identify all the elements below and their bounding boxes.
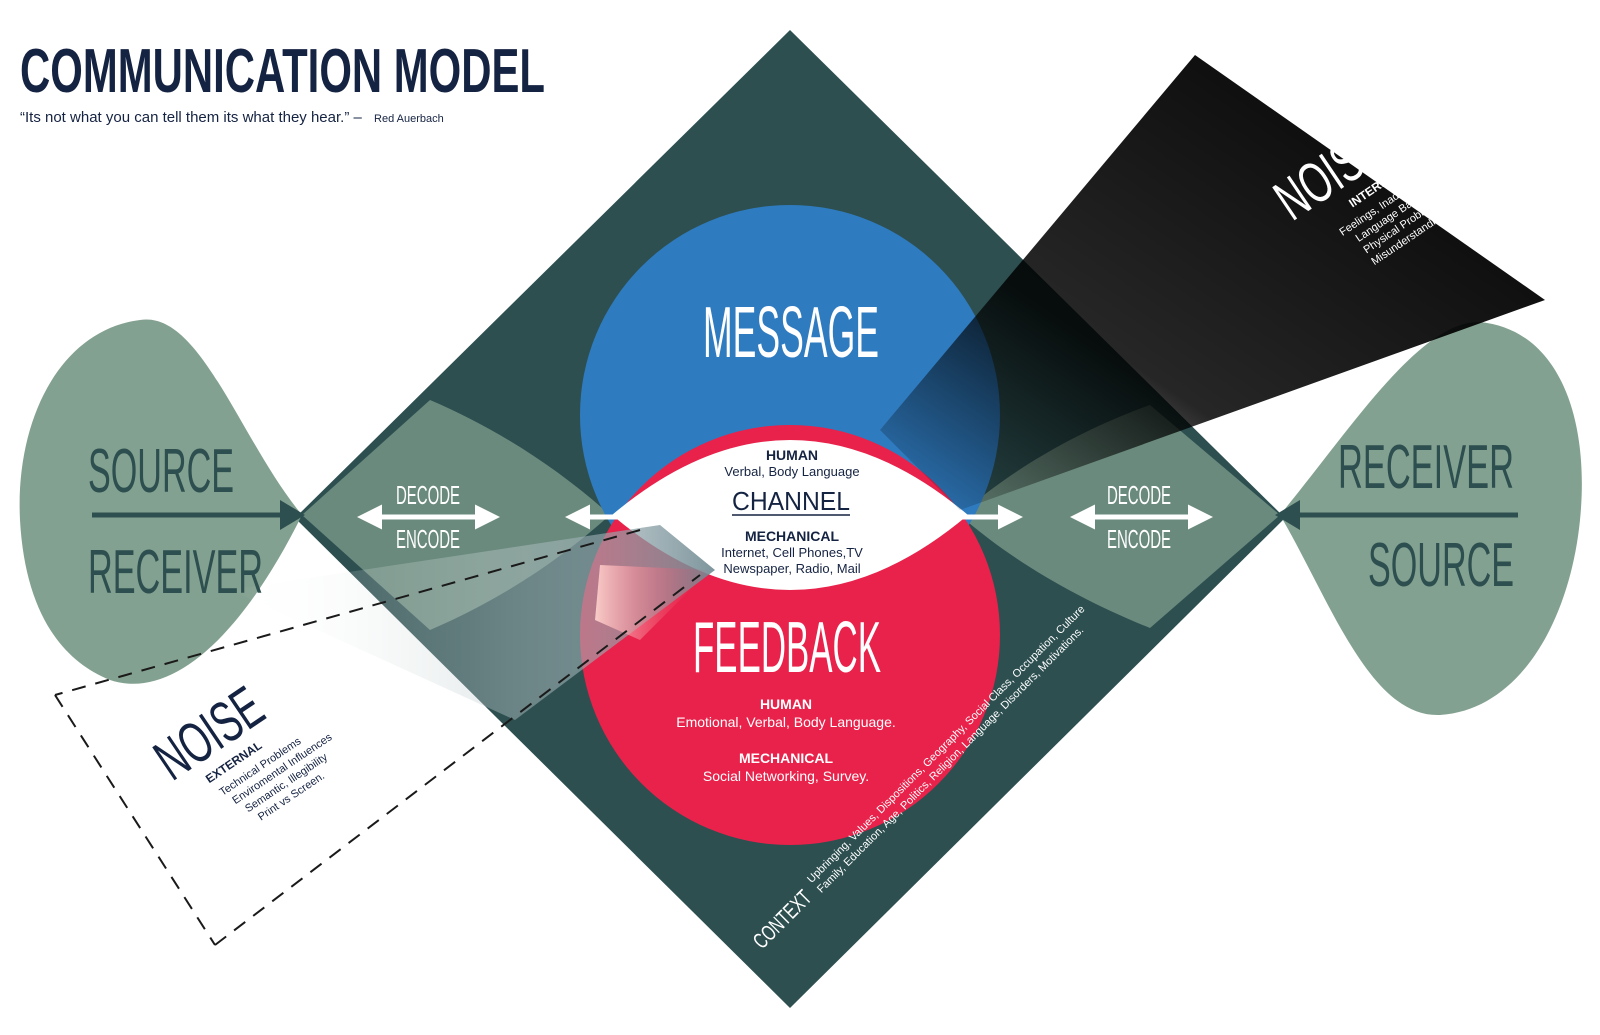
- left-node-bottom: RECEIVER: [88, 538, 263, 607]
- right-node-top: RECEIVER: [1338, 433, 1514, 502]
- feedback-title: FEEDBACK: [693, 608, 881, 688]
- right-encode-label: ENCODE: [1107, 524, 1171, 554]
- quote-text: “Its not what you can tell them its what…: [20, 109, 362, 126]
- right-decode-label: DECODE: [1107, 480, 1171, 510]
- feedback-human-text: Emotional, Verbal, Body Language.: [676, 714, 896, 730]
- message-title: MESSAGE: [703, 293, 879, 373]
- channel-mechanical-line1: Internet, Cell Phones,TV: [721, 545, 863, 560]
- noise-internal-beam: [880, 55, 1545, 510]
- noise-external-dash-bottom: [214, 574, 701, 946]
- noise-external-beam: [230, 525, 715, 720]
- channel-human-text: Verbal, Body Language: [724, 464, 859, 479]
- feedback-human-heading: HUMAN: [760, 696, 812, 712]
- page-title: COMMUNICATION MODEL: [20, 37, 545, 106]
- channel-human-heading: HUMAN: [766, 447, 818, 463]
- source-arrow-head: [280, 500, 305, 530]
- receiver-arrow-head: [1275, 500, 1300, 530]
- left-decode-label: DECODE: [396, 480, 460, 510]
- noise-internal-text: NOISE INTERNAL Feelings, Inadequacies La…: [1263, 114, 1453, 268]
- noise-external-red: [595, 565, 710, 640]
- left-node-top: SOURCE: [88, 437, 234, 506]
- right-node-bottom: SOURCE: [1368, 531, 1514, 600]
- noise-external-dash-left: [54, 694, 216, 946]
- quote: “Its not what you can tell them its what…: [20, 109, 444, 126]
- source-lobe: [19, 319, 302, 684]
- noise-external-text: NOISE EXTERNAL Technical Problems Enviro…: [143, 674, 335, 823]
- left-encode-label: ENCODE: [396, 524, 460, 554]
- channel-mechanical-heading: MECHANICAL: [745, 528, 840, 544]
- receiver-lobe: [1280, 321, 1582, 716]
- quote-author: Red Auerbach: [374, 113, 444, 125]
- feedback-mechanical-text: Social Networking, Survey.: [703, 768, 869, 784]
- feedback-mechanical-heading: MECHANICAL: [739, 750, 834, 766]
- channel-title: CHANNEL: [732, 486, 850, 516]
- noise-external-dash-top: [54, 529, 641, 696]
- channel-mechanical-line2: Newspaper, Radio, Mail: [723, 561, 860, 576]
